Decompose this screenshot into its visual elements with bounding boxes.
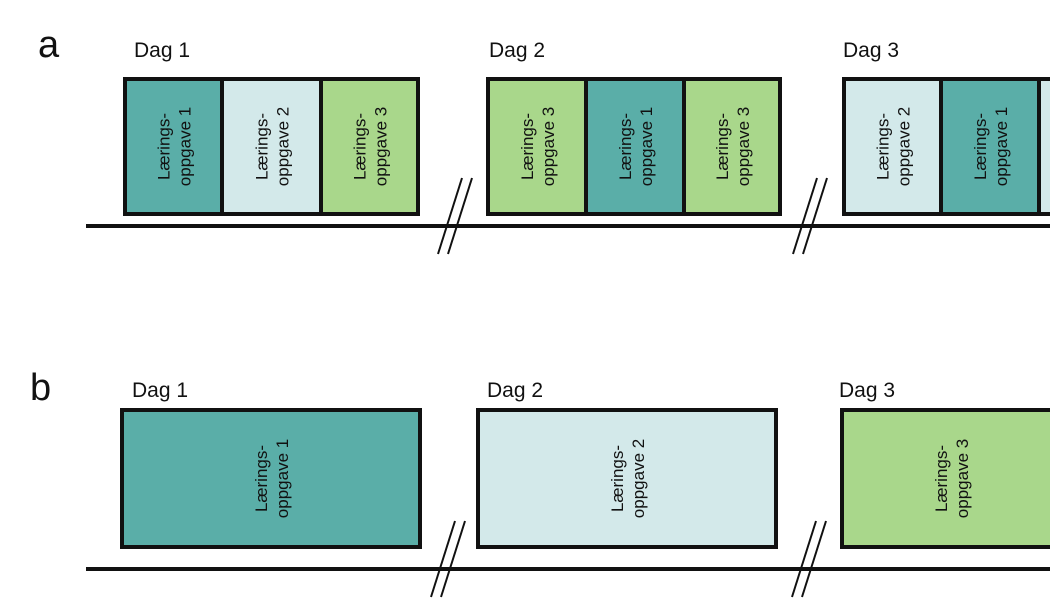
learning-task-label-line1: Lærings- — [253, 113, 272, 180]
learning-task-label: Lærings-oppgave 1 — [155, 107, 195, 186]
learning-task-box — [842, 77, 943, 216]
time-break-mark — [437, 177, 463, 255]
learning-task-label: Lærings-oppgave 2 — [253, 107, 293, 186]
learning-task-label: Lærings-oppgave 2 — [608, 439, 648, 518]
learning-task-label-line1: Lærings- — [932, 445, 951, 512]
time-break-mark — [802, 177, 828, 255]
learning-task-label-line2: oppgave 3 — [953, 439, 972, 518]
day-label: Dag 3 — [843, 39, 899, 62]
time-break-mark — [447, 177, 473, 255]
learning-task-label-line2: oppgave 3 — [539, 107, 558, 186]
learning-task-label: Lærings-oppgave 2 — [874, 107, 914, 186]
time-break-mark — [440, 520, 466, 598]
learning-task-label-line2: oppgave 2 — [895, 107, 914, 186]
time-break-mark — [430, 520, 456, 598]
learning-task-box — [682, 77, 782, 216]
time-break-mark — [791, 520, 817, 598]
learning-task-label-line1: Lærings- — [252, 445, 271, 512]
day-label: Dag 2 — [487, 379, 543, 402]
learning-task-box — [220, 77, 323, 216]
day-label: Dag 3 — [839, 379, 895, 402]
day-label: Dag 1 — [132, 379, 188, 402]
learning-task-label-line2: oppgave 2 — [274, 107, 293, 186]
learning-task-label-line1: Lærings- — [971, 113, 990, 180]
learning-task-box — [120, 408, 422, 549]
learning-task-label-line1: Lærings- — [608, 445, 627, 512]
learning-task-label-line2: oppgave 1 — [176, 107, 195, 186]
learning-task-box — [123, 77, 224, 216]
learning-task-label: Lærings-oppgave 1 — [971, 107, 1011, 186]
learning-task-label: Lærings-oppgave 3 — [932, 439, 972, 518]
learning-task-label: Lærings-oppgave 3 — [713, 107, 753, 186]
panel-letter: b — [30, 367, 51, 409]
learning-task-box — [486, 77, 588, 216]
learning-task-box — [1037, 77, 1050, 216]
learning-task-label-line1: Lærings- — [713, 113, 732, 180]
panel-letter: a — [38, 24, 60, 66]
learning-task-label: Lærings-oppgave 3 — [518, 107, 558, 186]
learning-task-box — [319, 77, 420, 216]
learning-task-label: Lærings-oppgave 1 — [616, 107, 656, 186]
learning-task-label-line2: oppgave 2 — [629, 439, 648, 518]
learning-task-label-line1: Lærings- — [874, 113, 893, 180]
learning-task-label-line1: Lærings- — [518, 113, 537, 180]
learning-task-label-line2: oppgave 1 — [273, 439, 292, 518]
learning-task-label-line2: oppgave 3 — [372, 107, 391, 186]
learning-task-label-line2: oppgave 1 — [992, 107, 1011, 186]
learning-task-box — [840, 408, 1050, 549]
day-label: Dag 1 — [134, 39, 190, 62]
learning-task-label: Lærings-oppgave 3 — [351, 107, 391, 186]
learning-task-label-line1: Lærings- — [616, 113, 635, 180]
time-break-mark — [801, 520, 827, 598]
learning-task-label-line1: Lærings- — [155, 113, 174, 180]
learning-task-label-line2: oppgave 3 — [734, 107, 753, 186]
learning-task-box — [584, 77, 686, 216]
learning-task-label-line2: oppgave 1 — [637, 107, 656, 186]
learning-task-label: Lærings-oppgave 1 — [252, 439, 292, 518]
day-label: Dag 2 — [489, 39, 545, 62]
learning-task-label-line1: Lærings- — [351, 113, 370, 180]
learning-task-box — [939, 77, 1041, 216]
time-break-mark — [792, 177, 818, 255]
learning-task-box — [476, 408, 778, 549]
